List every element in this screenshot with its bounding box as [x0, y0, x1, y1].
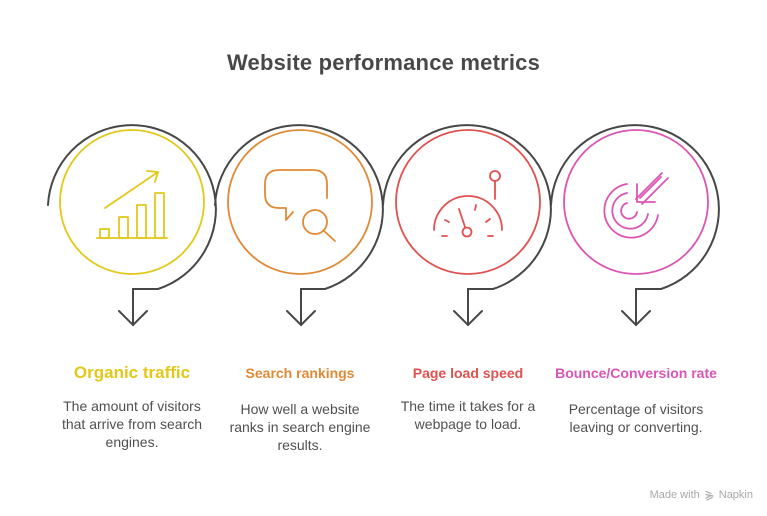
- footer-brand: Napkin: [718, 489, 753, 501]
- step-description-page-load-speed: The time it takes for a webpage to load.: [400, 398, 536, 432]
- outer-arc-2: [214, 124, 384, 326]
- page-title: Website performance metrics: [226, 50, 541, 75]
- outer-arc-4: [550, 124, 720, 326]
- outer-arc-1: [47, 124, 217, 326]
- step-label-page-load-speed: Page load speed: [412, 365, 524, 381]
- step-label-organic-traffic: Organic traffic: [73, 363, 191, 382]
- target-arrow-icon: [603, 172, 669, 239]
- step-circle-3: [395, 129, 541, 275]
- made-with-napkin-badge[interactable]: Made with Napkin: [650, 489, 753, 501]
- step-label-search-rankings: Search rankings: [245, 365, 355, 381]
- step-description-bounce-conversion-rate: Percentage of visitors leaving or conver…: [568, 401, 704, 435]
- flow-path: [47, 124, 720, 327]
- arrow-head-1: [118, 310, 148, 327]
- arrow-head-4: [621, 310, 651, 327]
- step-circle-4: [563, 129, 709, 275]
- step-circle-1: [59, 129, 205, 275]
- arrow-head-3: [453, 310, 483, 327]
- step-circle-2: [227, 129, 373, 275]
- speedometer-icon: [433, 170, 503, 238]
- step-label-bounce-conversion-rate: Bounce/Conversion rate: [555, 365, 717, 381]
- outer-arc-3: [382, 124, 552, 326]
- speech-bubble-search-icon: [264, 169, 336, 242]
- step-description-search-rankings: How well a website ranks in search engin…: [229, 401, 371, 453]
- napkin-logo-icon: [705, 490, 714, 501]
- step-description-organic-traffic: The amount of visitors that arrive from …: [61, 398, 203, 450]
- footer-text: Made with: [649, 489, 700, 501]
- arrow-head-2: [286, 310, 316, 327]
- bar-chart-growth-icon: [96, 170, 168, 239]
